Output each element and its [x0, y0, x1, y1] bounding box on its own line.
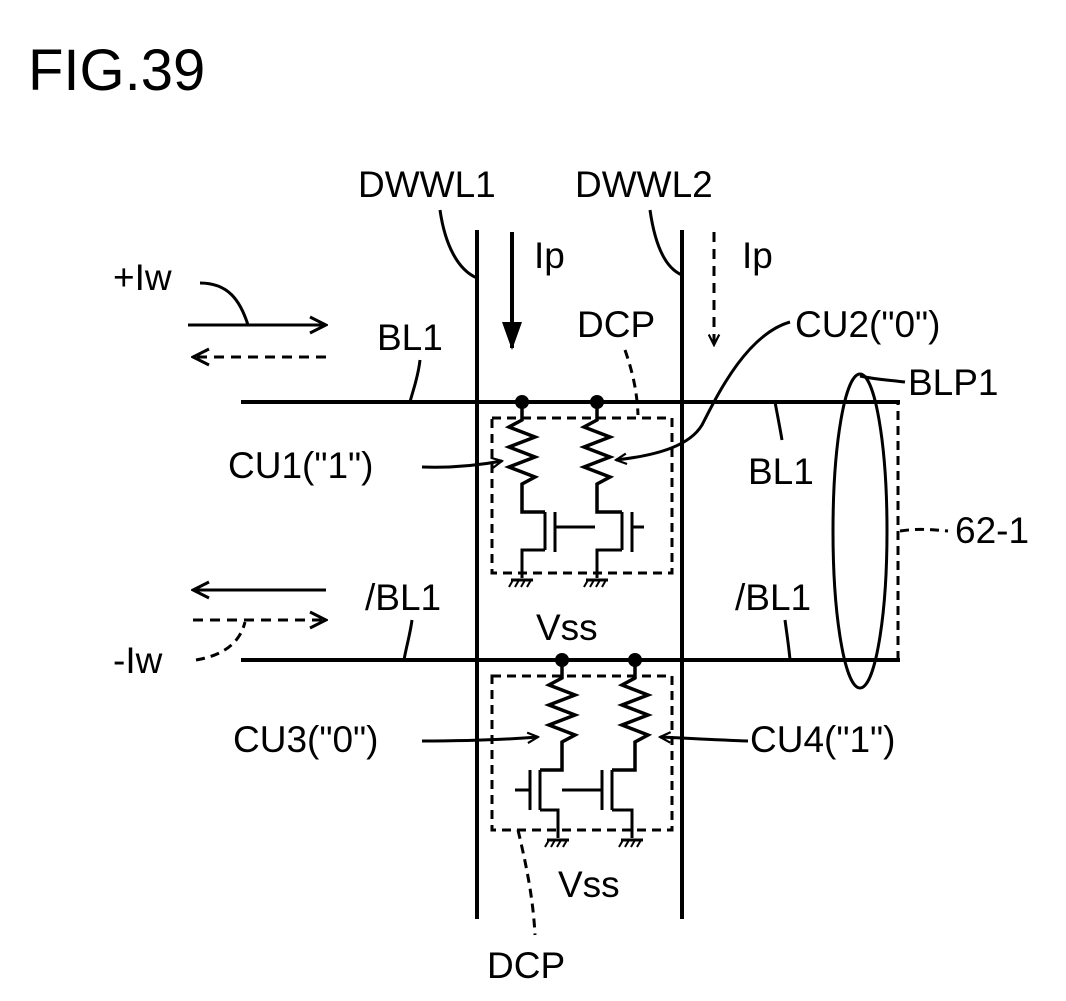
- cu4-ground-icon: [619, 840, 643, 847]
- ip2-label: Ip: [742, 235, 773, 276]
- cu3-label: CU3("0"): [233, 719, 379, 760]
- ref-62-1-leader: [900, 529, 948, 531]
- minus-iw-label: -Iw: [113, 640, 163, 681]
- cu3-ground-icon: [545, 840, 569, 847]
- plus-iw-leader: [200, 283, 248, 325]
- nbl1-left-label: /BL1: [365, 577, 441, 618]
- ref-62-1-label: 62-1: [955, 510, 1029, 551]
- bit-line-pair-boundary: [682, 402, 898, 660]
- cu2-ground-icon: [584, 580, 608, 587]
- dwwl2-leader: [650, 210, 682, 275]
- cell-cu1: [509, 395, 595, 587]
- cu2-label: CU2("0"): [795, 304, 941, 345]
- cu4-label: CU4("1"): [750, 719, 896, 760]
- cell-cu2: [584, 395, 644, 587]
- blp1-ellipse: [833, 374, 887, 688]
- dcp-top-label: DCP: [577, 304, 655, 345]
- minus-iw-leader: [196, 622, 245, 660]
- cu1-label: CU1("1"): [228, 445, 374, 486]
- cu3-source: [540, 810, 558, 838]
- blp1-label: BLP1: [908, 362, 999, 403]
- dcp-top-box: [492, 418, 672, 573]
- dwwl2-label: DWWL2: [575, 164, 713, 205]
- dcp-bottom-box: [492, 676, 672, 830]
- dcp-bottom-label: DCP: [487, 945, 565, 986]
- cu3-leader: [422, 737, 538, 741]
- ip1-label: Ip: [534, 235, 565, 276]
- dwwl1-leader: [440, 210, 477, 278]
- figure-title: FIG.39: [28, 38, 205, 103]
- nbl1-left-leader: [404, 620, 412, 660]
- vss-top-label: Vss: [536, 607, 598, 648]
- dwwl1-label: DWWL1: [358, 164, 496, 205]
- cell-cu4: [562, 653, 648, 847]
- plus-iw-label: +Iw: [113, 257, 172, 298]
- cu1-leader: [422, 461, 502, 467]
- ip1-arrowhead: [502, 322, 522, 350]
- vss-bottom-label: Vss: [558, 864, 620, 905]
- bl1-right-leader: [775, 402, 782, 440]
- nbl1-right-label: /BL1: [735, 577, 811, 618]
- cu4-source: [612, 810, 632, 838]
- cu1-ground-icon: [509, 580, 533, 587]
- bl1-left-label: BL1: [377, 317, 443, 358]
- bl1-right-label: BL1: [748, 451, 814, 492]
- nbl1-right-leader: [785, 620, 790, 660]
- dcp-bottom-leader: [518, 830, 535, 935]
- dcp-top-leader: [625, 350, 638, 415]
- bl1-left-leader: [410, 360, 420, 402]
- cell-cu3: [515, 653, 575, 847]
